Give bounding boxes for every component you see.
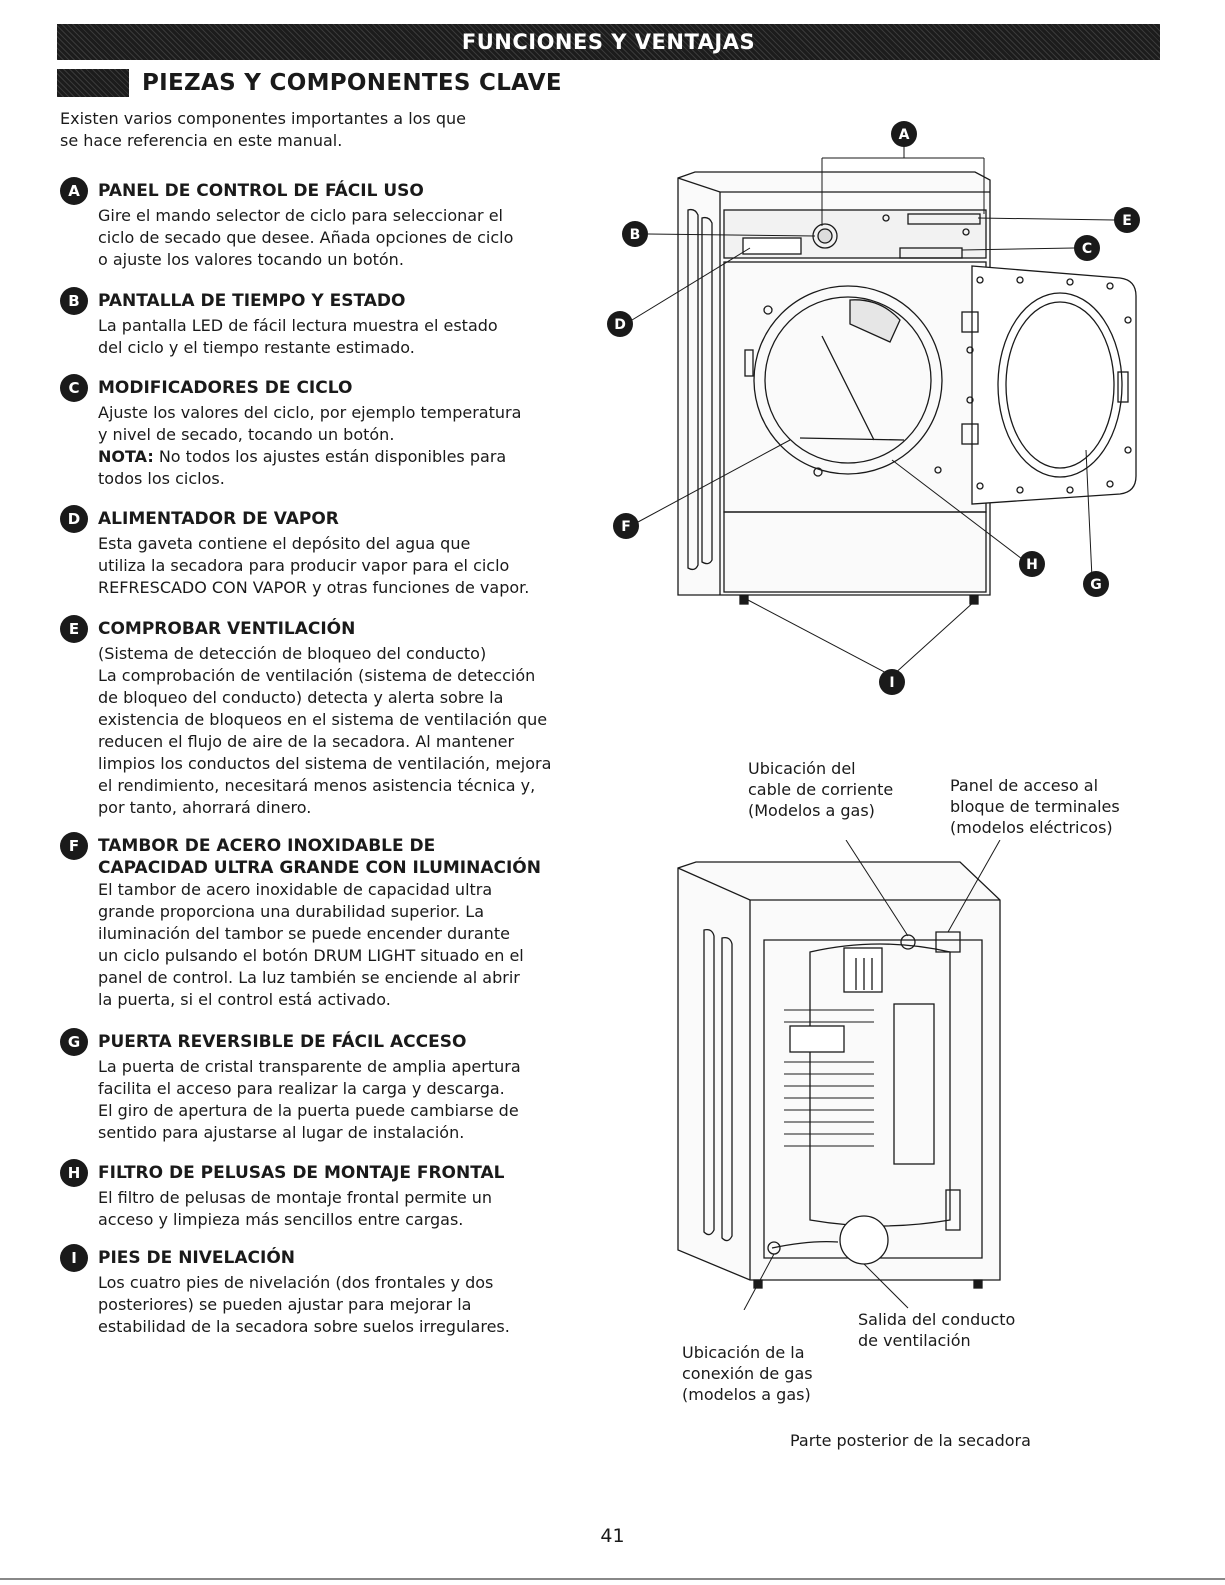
rear-figure-caption: Parte posterior de la secadora: [790, 1431, 1031, 1450]
item-title: PIES DE NIVELACIÓN: [98, 1248, 295, 1268]
item-title: PUERTA REVERSIBLE DE FÁCIL ACCESO: [98, 1032, 467, 1052]
svg-text:I: I: [889, 675, 894, 691]
item-body: La puerta de cristal transparente de amp…: [98, 1057, 521, 1142]
callout-f: F: [613, 513, 639, 539]
section-title: PIEZAS Y COMPONENTES CLAVE: [142, 70, 562, 96]
letter-i-badge: I: [60, 1244, 88, 1272]
letter-e-badge: E: [60, 615, 88, 643]
note: NOTA: No todos los ajustes están disponi…: [98, 447, 507, 466]
dryer-front-diagram: A B C D E F G H I: [607, 121, 1140, 695]
callout-a: A: [891, 121, 917, 147]
item-d: D ALIMENTADOR DE VAPOR Esta gaveta contie…: [60, 505, 580, 599]
callout-h: H: [1019, 551, 1045, 577]
item-g: G PUERTA REVERSIBLE DE FÁCIL ACCESO La pu…: [60, 1028, 580, 1144]
page-number: 41: [600, 1525, 625, 1547]
callout-d: D: [607, 311, 633, 337]
section-banner: FUNCIONES Y VENTAJAS: [57, 24, 1160, 60]
item-title: ALIMENTADOR DE VAPOR: [98, 509, 339, 529]
callout-g: G: [1083, 571, 1109, 597]
intro-text: Existen varios componentes importantes a…: [60, 109, 466, 150]
item-a: A PANEL DE CONTROL DE FÁCIL USO Gire el m…: [60, 177, 580, 271]
item-title: FILTRO DE PELUSAS DE MONTAJE FRONTAL: [98, 1163, 505, 1183]
item-body: Gire el mando selector de ciclo para sel…: [98, 206, 514, 269]
item-title: COMPROBAR VENTILACIÓN: [98, 619, 356, 639]
callout-i: I: [879, 669, 905, 695]
heading-marker: [57, 69, 129, 97]
callout-e: E: [1114, 207, 1140, 233]
item-body: El filtro de pelusas de montaje frontal …: [98, 1188, 493, 1229]
item-e: E COMPROBAR VENTILACIÓN (Sistema de detec…: [60, 615, 580, 819]
bottom-rule: [0, 1578, 1225, 1580]
item-title: PANEL DE CONTROL DE FÁCIL USO: [98, 181, 424, 201]
letter-a-badge: A: [60, 177, 88, 205]
svg-text:H: H: [1026, 557, 1038, 573]
item-title: MODIFICADORES DE CICLO: [98, 378, 353, 398]
svg-text:C: C: [1082, 241, 1092, 257]
item-body: La pantalla LED de fácil lectura muestra…: [98, 316, 498, 357]
letter-d-badge: D: [60, 505, 88, 533]
callout-b: B: [622, 221, 648, 247]
item-body: (Sistema de detección de bloqueo del con…: [98, 644, 552, 817]
item-b: B PANTALLA DE TIEMPO Y ESTADO La pantalla…: [60, 287, 580, 359]
svg-text:A: A: [899, 127, 910, 143]
callout-c: C: [1074, 235, 1100, 261]
item-body: Ajuste los valores del ciclo, por ejempl…: [98, 402, 580, 490]
letter-h-badge: H: [60, 1159, 88, 1187]
item-title: PANTALLA DE TIEMPO Y ESTADO: [98, 291, 406, 311]
item-body: El tambor de acero inoxidable de capacid…: [98, 880, 524, 1009]
item-h: H FILTRO DE PELUSAS DE MONTAJE FRONTAL El…: [60, 1159, 580, 1231]
letter-f-badge: F: [60, 832, 88, 860]
letter-g-badge: G: [60, 1028, 88, 1056]
svg-text:E: E: [1122, 213, 1132, 229]
item-i: I PIES DE NIVELACIÓN Los cuatro pies de n…: [60, 1244, 580, 1338]
svg-text:B: B: [630, 227, 641, 243]
svg-text:D: D: [614, 317, 626, 333]
svg-text:G: G: [1090, 577, 1102, 593]
svg-text:F: F: [621, 519, 631, 535]
dryer-rear-diagram: [677, 840, 1001, 1310]
item-body: Los cuatro pies de nivelación (dos front…: [98, 1273, 510, 1336]
item-body: Esta gaveta contiene el depósito del agu…: [98, 534, 530, 597]
letter-b-badge: B: [60, 287, 88, 315]
letter-c-badge: C: [60, 374, 88, 402]
item-c: C MODIFICADORES DE CICLO Ajuste los valor…: [60, 374, 580, 490]
section-heading: PIEZAS Y COMPONENTES CLAVE: [57, 67, 562, 99]
